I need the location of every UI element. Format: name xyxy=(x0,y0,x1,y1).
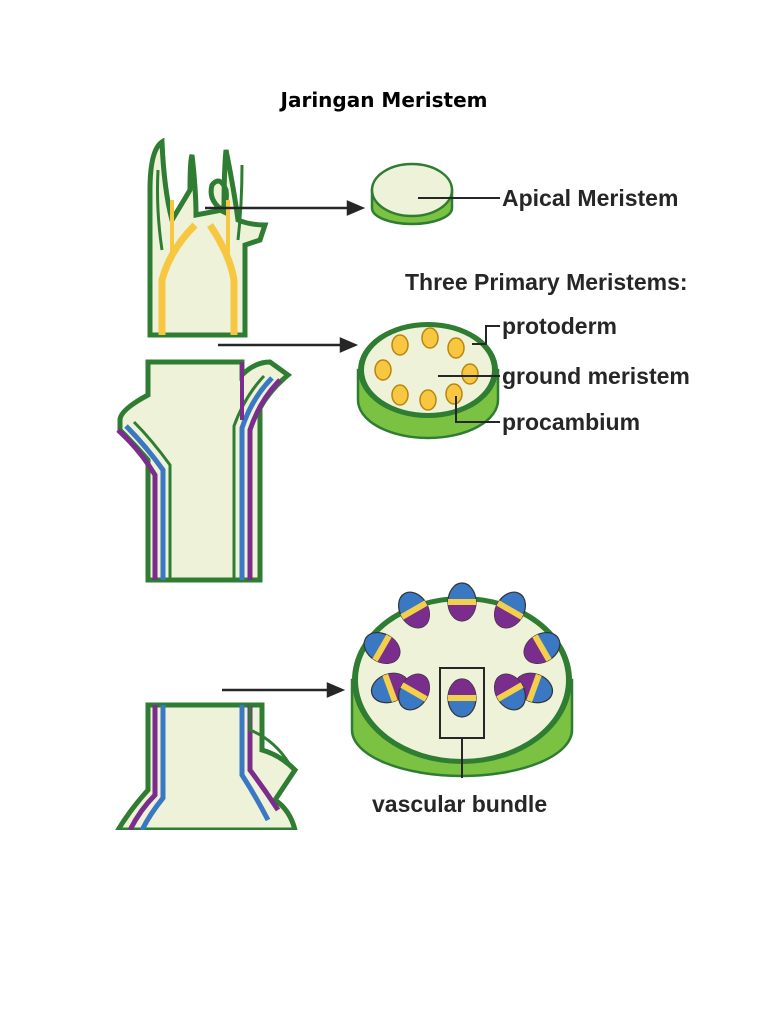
shoot-tip xyxy=(150,142,265,335)
label-three-primary-meristems: Three Primary Meristems: xyxy=(405,269,688,295)
page-title: Jaringan Meristem xyxy=(0,88,768,112)
label-ground-meristem: ground meristem xyxy=(502,363,690,389)
meristem-figure: Apical Meristem Three Primary Meristems:… xyxy=(100,130,700,830)
label-procambium: procambium xyxy=(502,409,640,435)
label-protoderm: protoderm xyxy=(502,313,617,339)
stem-middle-section xyxy=(118,362,288,580)
apical-meristem-disc xyxy=(372,164,500,224)
stem-lower-section xyxy=(118,705,295,830)
label-apical-meristem: Apical Meristem xyxy=(502,185,678,211)
primary-meristems-disc xyxy=(358,322,500,438)
meristem-diagram: Apical Meristem Three Primary Meristems:… xyxy=(100,130,700,830)
vascular-bundles-disc xyxy=(352,583,572,778)
label-vascular-bundle: vascular bundle xyxy=(372,791,547,817)
